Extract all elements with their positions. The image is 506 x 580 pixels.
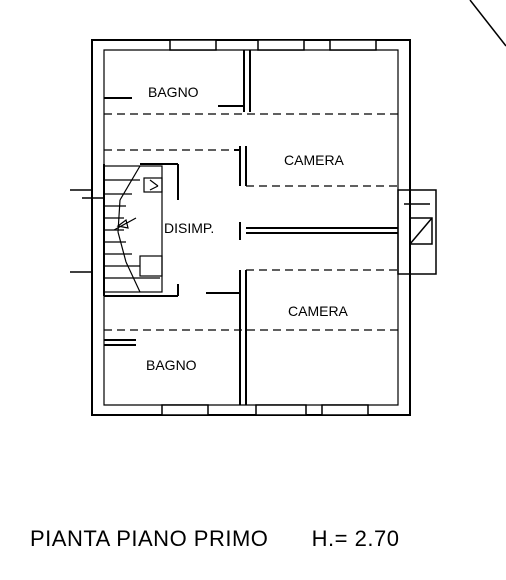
- caption-height: H.= 2.70: [311, 526, 400, 551]
- staircase: [103, 165, 163, 293]
- caption-title: PIANTA PIANO PRIMO: [30, 526, 269, 551]
- plan-caption: PIANTA PIANO PRIMO H.= 2.70: [30, 526, 399, 552]
- room-label-camera-top: CAMERA: [284, 152, 345, 168]
- chimney: [397, 189, 437, 275]
- dashed-lines: [104, 113, 398, 331]
- left-stubs: [70, 189, 104, 273]
- internal-walls: [103, 50, 398, 405]
- windows-bottom: [161, 404, 369, 416]
- room-label-bagno-bottom: BAGNO: [146, 357, 197, 373]
- room-label-bagno-top: BAGNO: [148, 84, 199, 100]
- room-label-camera-bottom: CAMERA: [288, 303, 349, 319]
- windows-top: [169, 39, 377, 51]
- room-label-disimp: DISIMP.: [164, 220, 214, 236]
- north-arrow-fragment: [469, 0, 506, 47]
